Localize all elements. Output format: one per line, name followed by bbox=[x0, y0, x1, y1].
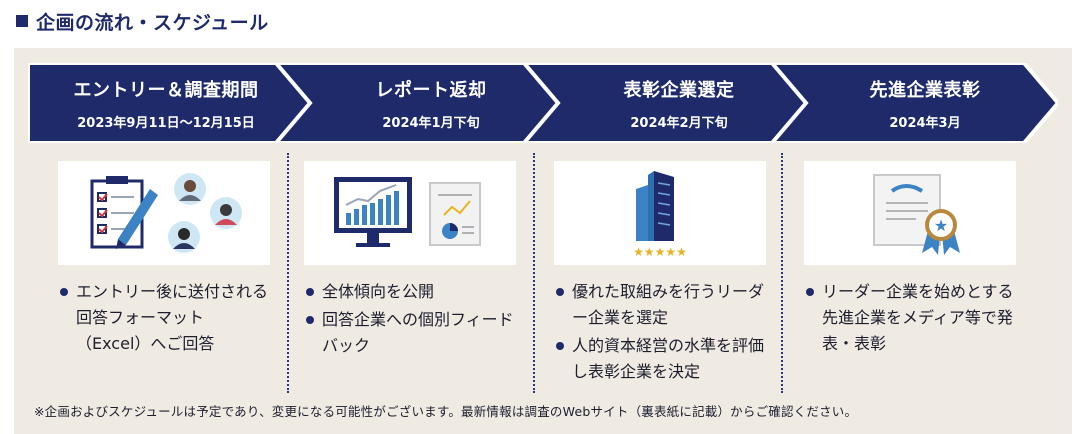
step-3-title: 表彰企業選定 bbox=[623, 79, 735, 101]
step-3-column: ★★★★★ 優れた取組みを行うリーダー企業を選定 人的資本経営の水準を評価し表彰… bbox=[554, 161, 766, 387]
step-3-bullets: 優れた取組みを行うリーダー企業を選定 人的資本経営の水準を評価し表彰企業を決定 bbox=[554, 279, 766, 385]
step-2-title: レポート返却 bbox=[375, 79, 487, 101]
step-4-title: 先進企業表彰 bbox=[869, 79, 981, 101]
list-item: 回答企業への個別フィードバック bbox=[304, 307, 516, 359]
bullet-dot-icon bbox=[306, 288, 314, 296]
step-1-date: 2023年9月11日〜12月15日 bbox=[77, 115, 255, 131]
building-five-stars-icon: ★★★★★ bbox=[554, 161, 766, 265]
certificate-medal-icon: ★ bbox=[804, 161, 1016, 265]
heading-square-icon bbox=[16, 15, 28, 27]
step-3-header: 表彰企業選定 2024年2月下旬 bbox=[554, 63, 804, 143]
column-separator bbox=[533, 153, 535, 393]
step-4-column: ★ リーダー企業を始めとする先進企業をメディア等で発表・表彰 bbox=[804, 161, 1016, 359]
chevron-step-4 bbox=[769, 63, 1058, 143]
list-item: 人的資本経営の水準を評価し表彰企業を決定 bbox=[554, 333, 766, 385]
step-1-title: エントリー＆調査期間 bbox=[73, 79, 259, 101]
chevron-step-2 bbox=[273, 63, 571, 143]
list-item: 優れた取組みを行うリーダー企業を選定 bbox=[554, 279, 766, 331]
svg-text:★: ★ bbox=[934, 216, 948, 235]
bullet-dot-icon bbox=[556, 288, 564, 296]
step-4-bullets: リーダー企業を始めとする先進企業をメディア等で発表・表彰 bbox=[804, 279, 1016, 357]
bullet-dot-icon bbox=[306, 316, 314, 324]
analytics-monitor-icon bbox=[304, 161, 516, 265]
list-item: 全体傾向を公開 bbox=[304, 279, 516, 305]
step-3-date: 2024年2月下旬 bbox=[630, 115, 728, 131]
chevron-step-3 bbox=[521, 63, 819, 143]
step-2-header: レポート返却 2024年1月下旬 bbox=[306, 63, 556, 143]
bullet-dot-icon bbox=[556, 342, 564, 350]
step-1-bullets: エントリー後に送付される回答フォーマット（Excel）へご回答 bbox=[58, 279, 270, 357]
step-4-header: 先進企業表彰 2024年3月 bbox=[802, 63, 1048, 143]
step-2-bullets: 全体傾向を公開 回答企業への個別フィードバック bbox=[304, 279, 516, 359]
column-separator bbox=[781, 153, 783, 393]
step-4-date: 2024年3月 bbox=[889, 115, 961, 131]
list-item: リーダー企業を始めとする先進企業をメディア等で発表・表彰 bbox=[804, 279, 1016, 357]
step-2-column: 全体傾向を公開 回答企業への個別フィードバック bbox=[304, 161, 516, 361]
checklist-people-icon bbox=[58, 161, 270, 265]
footnote: ※企画およびスケジュールは予定であり、変更になる可能性がございます。最新情報は調… bbox=[34, 404, 858, 419]
step-chevrons bbox=[28, 63, 1058, 143]
step-1-column: エントリー後に送付される回答フォーマット（Excel）へご回答 bbox=[58, 161, 270, 359]
column-separator bbox=[287, 153, 289, 393]
list-item: エントリー後に送付される回答フォーマット（Excel）へご回答 bbox=[58, 279, 270, 357]
step-1-header: エントリー＆調査期間 2023年9月11日〜12月15日 bbox=[28, 63, 304, 143]
section-heading: 企画の流れ・スケジュール bbox=[16, 7, 269, 35]
bullet-dot-icon bbox=[60, 288, 68, 296]
section-title: 企画の流れ・スケジュール bbox=[36, 11, 269, 34]
bullet-dot-icon bbox=[806, 288, 814, 296]
step-2-date: 2024年1月下旬 bbox=[382, 115, 480, 131]
svg-text:★★★★★: ★★★★★ bbox=[633, 245, 687, 259]
schedule-panel: エントリー＆調査期間 2023年9月11日〜12月15日 レポート返却 2024… bbox=[14, 48, 1072, 434]
